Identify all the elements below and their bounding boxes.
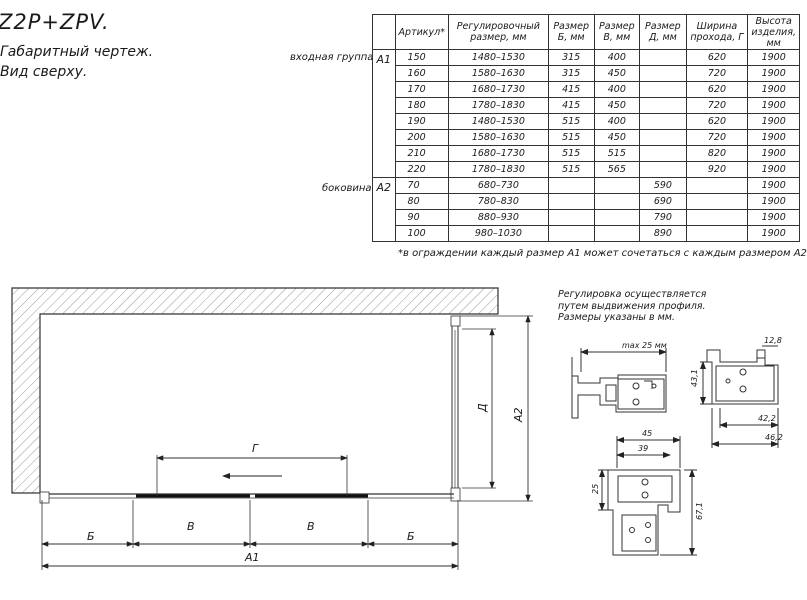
table-cell: 890 (639, 225, 687, 242)
table-cell: 100 (394, 225, 449, 242)
note-line: Регулировка осуществляется (558, 289, 707, 300)
page-title: Z2P+ZPV. (0, 10, 110, 34)
table-header-cell: Размер В, мм (593, 14, 641, 50)
table-header-cell: Размер Б, мм (547, 14, 595, 50)
profile-section-wall (598, 436, 697, 556)
dim-label-25: 25 (591, 484, 600, 494)
subtitle-line-2: Вид сверху. (0, 64, 88, 80)
side-profile-top (450, 315, 461, 327)
dim-label-67-1: 67,1 (695, 502, 704, 520)
dim-label-v-left: В (187, 520, 195, 533)
dim-label-42-2: 42,2 (758, 414, 776, 423)
dim-label-43-1: 43,1 (690, 369, 699, 387)
table-cell (685, 225, 749, 242)
table-cell: 1900 (747, 209, 800, 226)
dim-label-b-left: Б (87, 530, 95, 543)
table-header-cell: Высота изделия, мм (747, 14, 800, 50)
table-cell: 790 (639, 209, 687, 226)
dim-label-v-right: В (307, 520, 315, 533)
note-line: путем выдвижения профиля. (558, 300, 706, 312)
dim-label-12-8: 12,8 (764, 336, 782, 345)
plan-view: Г Д A2 Б В В Б A1 (11, 287, 533, 570)
table-cell: 980–1030 (447, 225, 549, 242)
table-header-cell: Артикул* (394, 14, 449, 50)
table-header-cell: Ширина прохода, Г (685, 14, 749, 50)
dim-label-a1: A1 (244, 551, 260, 564)
dim-label-b-right: Б (407, 530, 415, 543)
wall-hatch (11, 287, 499, 494)
dim-label-46-2: 46,2 (765, 433, 783, 442)
group-label-entrance: входная группа (290, 52, 374, 63)
adjustment-note: Регулировка осуществляется путем выдвиже… (558, 289, 706, 324)
table-header-cell: Регулировочный размер, мм (447, 14, 549, 50)
footnote: *в ограждении каждый размер A1 может соч… (398, 248, 807, 259)
subtitle-line-1: Габаритный чертеж. (0, 44, 154, 60)
dim-label-45: 45 (642, 429, 652, 438)
dim-label-a2: A2 (512, 407, 525, 423)
table-header-row: Артикул* Регулировочный размер, мм Разме… (372, 14, 800, 50)
dim-label-d: Д (476, 403, 489, 413)
dim-label-39: 39 (638, 444, 648, 453)
spec-table: Артикул* Регулировочный размер, мм Разме… (372, 14, 800, 242)
profile-section-corner (700, 345, 779, 448)
dim-label-max: max 25 мм (622, 341, 667, 350)
note-line: Размеры указаны в мм. (558, 312, 675, 323)
wall-profile (39, 491, 50, 504)
table-cell: 1900 (747, 225, 800, 242)
group-label-side: боковина (322, 183, 372, 194)
dim-label-g: Г (252, 442, 259, 455)
profile-section-adjustable (571, 348, 667, 419)
